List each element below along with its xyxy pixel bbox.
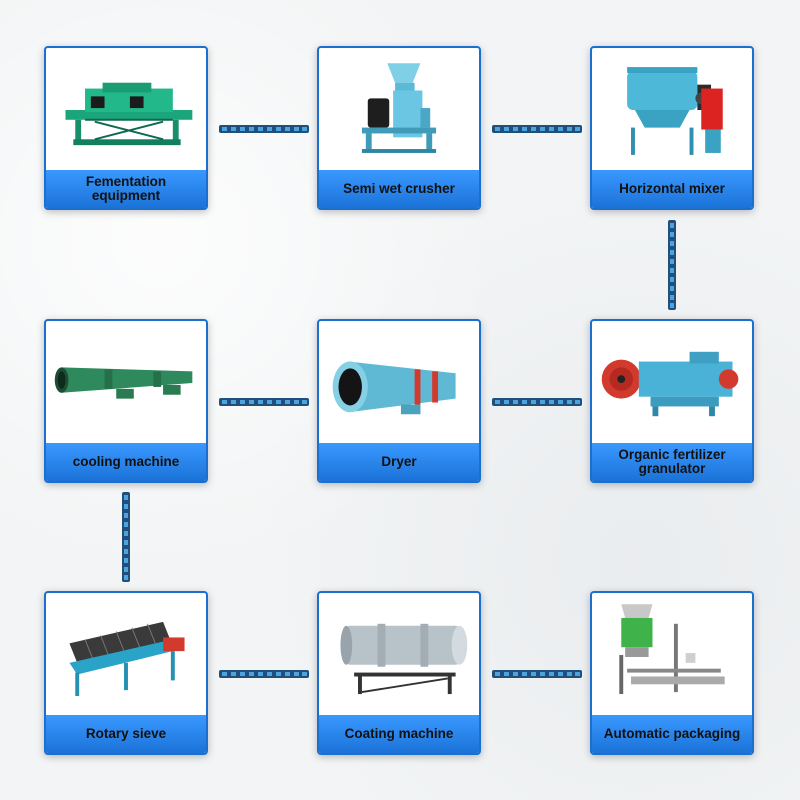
conveyor-belt-icon (668, 220, 676, 310)
sieve-machine-icon (69, 621, 185, 696)
conveyor-belt-icon (219, 398, 309, 406)
step-card-coating: Coating machine (317, 591, 481, 755)
crusher-machine-icon (361, 63, 437, 153)
step-card-mixer: Horizontal mixer (590, 46, 754, 210)
step-card-packaging: Automatic packaging (590, 591, 754, 755)
packaging-machine-icon (619, 604, 725, 695)
step-label: Semi wet crusher (319, 170, 479, 208)
conveyor-belt-icon (492, 670, 582, 678)
step-label: Rotary sieve (46, 715, 206, 753)
step-label: Dryer (319, 443, 479, 481)
coating-machine-icon (340, 623, 468, 695)
conveyor-belt-icon (219, 125, 309, 133)
step-label: Horizontal mixer (592, 170, 752, 208)
fermentation-machine-icon (65, 82, 193, 146)
step-label: Fementation equipment (46, 170, 206, 208)
step-card-fermentation: Fementation equipment (44, 46, 208, 210)
granulator-machine-icon (601, 351, 739, 417)
step-card-granulator: Organic fertilizer granulator (590, 319, 754, 483)
conveyor-belt-icon (492, 398, 582, 406)
step-label: Organic fertilizer granulator (592, 443, 752, 481)
conveyor-belt-icon (122, 492, 130, 582)
step-card-dryer: Dryer (317, 319, 481, 483)
step-card-sieve: Rotary sieve (44, 591, 208, 755)
mixer-machine-icon (627, 67, 723, 155)
step-label: cooling machine (46, 443, 206, 481)
step-label: Automatic packaging (592, 715, 752, 753)
step-card-crusher: Semi wet crusher (317, 46, 481, 210)
cooling-machine-icon (54, 367, 193, 399)
conveyor-belt-icon (492, 125, 582, 133)
step-label: Coating machine (319, 715, 479, 753)
conveyor-belt-icon (219, 670, 309, 678)
step-card-cooling: cooling machine (44, 319, 208, 483)
dryer-machine-icon (332, 361, 456, 415)
